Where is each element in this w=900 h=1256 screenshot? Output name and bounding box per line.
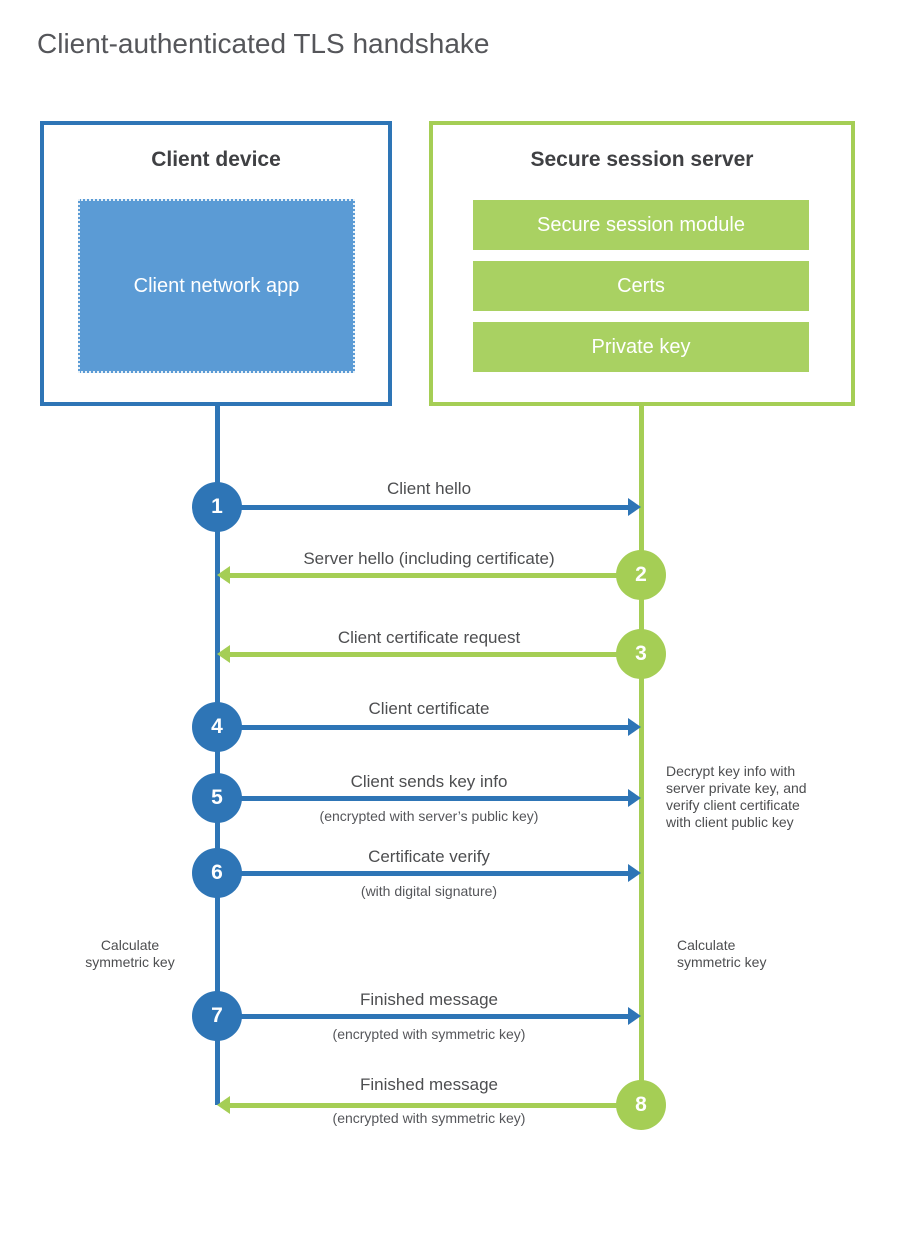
step-circle-2: 2 [616,550,666,600]
label-certificate-verify: Certificate verify [368,847,490,866]
label-client-sends-key-info: Client sends key info [350,772,508,791]
label-client-certificate: Client certificate [368,699,490,718]
step-circle-8: 8 [616,1080,666,1130]
sublabel-finished-message-server: (encrypted with symmetric key) [332,1110,526,1126]
step-circle-3: 3 [616,629,666,679]
arrow-server-hello [217,566,641,584]
client-network-app-label: Client network app [133,274,300,297]
arrow-client-certificate-request [217,645,641,663]
arrow-client-hello [217,498,641,516]
sublabel-finished-message-client: (encrypted with symmetric key) [332,1026,526,1042]
arrow-finished-message-server [217,1096,641,1114]
server-module-private-key: Private key [473,322,809,372]
label-client-hello: Client hello [386,479,472,498]
step-circle-6: 6 [192,848,242,898]
label-server-hello: Server hello (including certificate) [303,549,555,568]
step-circle-4: 4 [192,702,242,752]
client-network-app-box: Client network app [78,199,355,373]
label-finished-message-client: Finished message [360,990,498,1009]
label-finished-message-server: Finished message [360,1075,498,1094]
note-calculate-symmetric-key-client: Calculate symmetric key [85,937,175,970]
note-calculate-symmetric-key-server: Calculate symmetric key [677,937,767,970]
step-circle-7: 7 [192,991,242,1041]
step-circle-5: 5 [192,773,242,823]
arrow-client-certificate [217,718,641,736]
step-circle-1: 1 [192,482,242,532]
server-lifeline [639,406,644,1105]
arrow-finished-message-client [217,1007,641,1025]
arrow-client-sends-key-info [217,789,641,807]
page-title: Client-authenticated TLS handshake [37,28,490,59]
label-client-certificate-request: Client certificate request [337,628,521,647]
server-module-secure-session: Secure session module [473,200,809,250]
arrow-certificate-verify [217,864,641,882]
client-device-title: Client device [151,148,281,171]
sublabel-certificate-verify: (with digital signature) [360,883,498,899]
server-module-certs: Certs [473,261,809,311]
server-title: Secure session server [530,148,754,171]
client-lifeline [215,406,220,1105]
note-decrypt-key-info: Decrypt key info with server private key… [666,763,807,830]
sublabel-client-sends-key-info: (encrypted with server’s public key) [319,808,539,824]
